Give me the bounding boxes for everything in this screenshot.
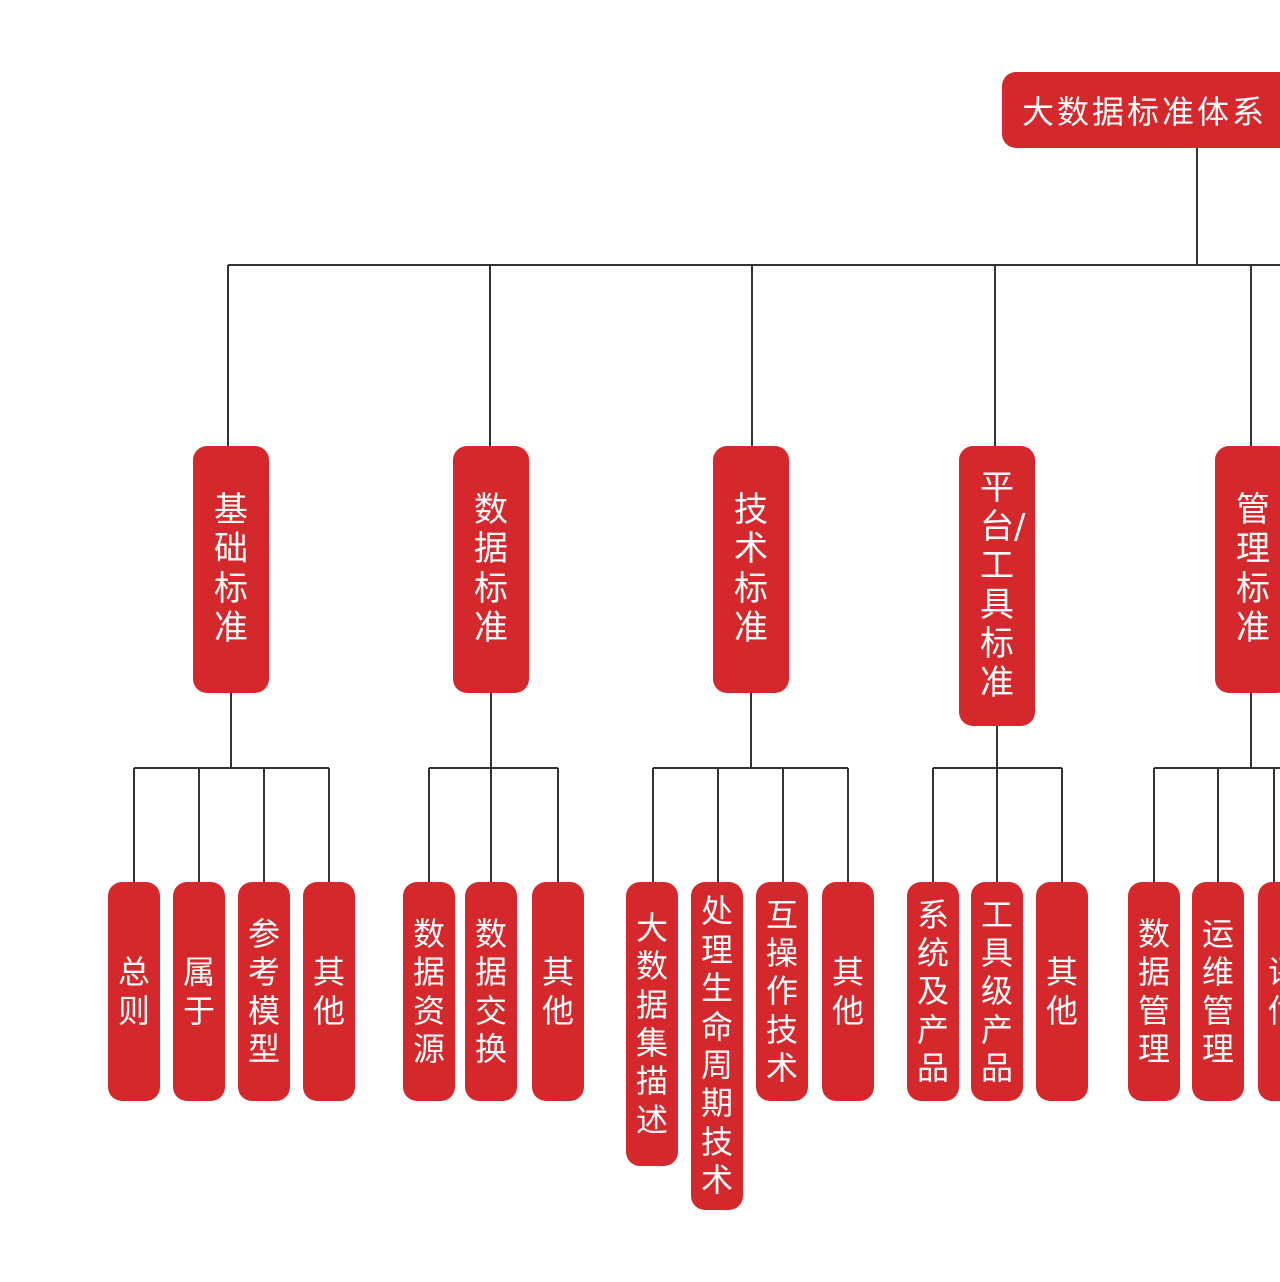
leaf-data-other-label: 其他 [542, 953, 575, 1030]
leaf-tool-products: 工具级产品 [971, 882, 1023, 1101]
leaf-dataset-description: 大数据集描述 [626, 882, 678, 1166]
leaf-foundation-other-label: 其他 [313, 953, 346, 1030]
leaf-lifecycle-tech-label: 处理生命周期技术 [701, 892, 734, 1200]
category-platform-tools: 平台/工具标准 [959, 446, 1035, 726]
leaf-reference-model-label: 参考模型 [248, 914, 281, 1068]
category-management-label: 管理标准 [1236, 490, 1270, 648]
leaf-data-management: 数据管理 [1128, 882, 1180, 1101]
category-foundation-label: 基础标准 [214, 490, 248, 648]
leaf-tech-other-label: 其他 [832, 953, 865, 1030]
leaf-general-label: 总则 [118, 953, 151, 1030]
category-data: 数据标准 [453, 446, 529, 693]
leaf-ops-management-label: 运维管理 [1202, 914, 1235, 1068]
category-technology-label: 技术标准 [734, 490, 768, 648]
leaf-data-management-label: 数据管理 [1138, 914, 1171, 1068]
leaf-terms-label: 属于 [183, 953, 216, 1030]
leaf-terms: 属于 [173, 882, 225, 1101]
leaf-interoperability-label: 互操作技术 [766, 895, 799, 1088]
leaf-general: 总则 [108, 882, 160, 1101]
category-foundation: 基础标准 [193, 446, 269, 693]
leaf-data-other: 其他 [532, 882, 584, 1101]
leaf-evaluation: 评估 [1258, 882, 1280, 1101]
leaf-tool-products-label: 工具级产品 [981, 895, 1014, 1088]
category-management: 管理标准 [1215, 446, 1280, 693]
leaf-data-resources-label: 数据资源 [413, 914, 446, 1068]
category-data-label: 数据标准 [474, 490, 508, 648]
leaf-ops-management: 运维管理 [1192, 882, 1244, 1101]
category-technology: 技术标准 [713, 446, 789, 693]
leaf-dataset-description-label: 大数据集描述 [636, 908, 669, 1139]
leaf-platform-other-label: 其他 [1046, 953, 1079, 1030]
leaf-foundation-other: 其他 [303, 882, 355, 1101]
leaf-interoperability: 互操作技术 [756, 882, 808, 1101]
leaf-data-resources: 数据资源 [403, 882, 455, 1101]
category-platform-tools-label: 平台/工具标准 [980, 467, 1026, 704]
leaf-tech-other: 其他 [822, 882, 874, 1101]
leaf-data-exchange: 数据交换 [465, 882, 517, 1101]
leaf-systems-products: 系统及产品 [907, 882, 959, 1101]
root-label: 大数据标准体系 [1022, 93, 1268, 131]
leaf-evaluation-label: 评估 [1268, 953, 1280, 1030]
leaf-data-exchange-label: 数据交换 [475, 914, 508, 1068]
root-node: 大数据标准体系 [1002, 72, 1280, 148]
leaf-platform-other: 其他 [1036, 882, 1088, 1101]
leaf-reference-model: 参考模型 [238, 882, 290, 1101]
leaf-systems-products-label: 系统及产品 [917, 895, 950, 1088]
leaf-lifecycle-tech: 处理生命周期技术 [691, 882, 743, 1210]
